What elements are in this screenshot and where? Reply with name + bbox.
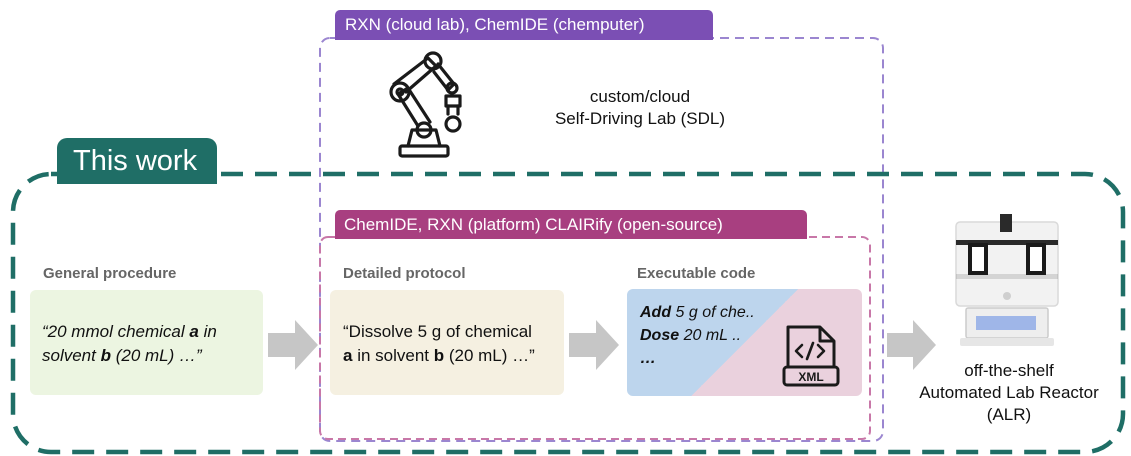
sdl-label-line1: custom/cloud	[589, 87, 691, 106]
detailed-line-2: a in solvent b (20 mL) …”	[343, 346, 535, 365]
code-line-3: …	[640, 350, 656, 367]
this-work-dashed-frame	[10, 171, 1126, 455]
code-line-1: Add 5 g of che..	[640, 304, 755, 321]
executable-code-box: Add 5 g of che.. Dose 20 mL .. … XML	[627, 289, 862, 396]
code-line-2: Dose 20 mL ..	[640, 327, 742, 344]
xml-file-icon: XML	[782, 325, 840, 387]
detailed-protocol-title: Detailed protocol	[343, 265, 466, 282]
arrow-general-to-detailed	[268, 320, 318, 370]
chemide-platform-tag: ChemIDE, RXN (platform) CLAIRify (open-s…	[335, 210, 807, 239]
detailed-line-1: “Dissolve 5 g of chemical	[343, 322, 532, 341]
alr-label-line3: (ALR)	[986, 405, 1032, 424]
this-work-tag: This work	[57, 138, 217, 184]
general-procedure-title: General procedure	[43, 265, 177, 282]
alr-label-line1: off-the-shelf	[964, 361, 1054, 380]
alr-label-line2: Automated Lab Reactor	[919, 383, 1099, 402]
sdl-label: custom/cloud Self-Driving Lab (SDL)	[470, 86, 810, 130]
xml-file-icon-label: XML	[798, 370, 823, 384]
detailed-protocol-text: “Dissolve 5 g of chemical a in solvent b…	[343, 320, 535, 368]
executable-code-text: Add 5 g of che.. Dose 20 mL .. …	[640, 301, 755, 370]
general-procedure-box: “20 mmol chemical a in solvent b (20 mL)…	[30, 290, 263, 395]
executable-code-title: Executable code	[637, 265, 756, 282]
detailed-protocol-box: “Dissolve 5 g of chemical a in solvent b…	[330, 290, 564, 395]
robot-arm-icon	[389, 51, 462, 158]
lab-reactor-icon	[955, 214, 1059, 346]
rxn-cloud-tag: RXN (cloud lab), ChemIDE (chemputer)	[335, 10, 713, 40]
general-line-2: solvent b (20 mL) …”	[42, 346, 202, 365]
general-procedure-text: “20 mmol chemical a in solvent b (20 mL)…	[42, 320, 217, 368]
arrow-detailed-to-executable	[569, 320, 619, 370]
general-line-1: “20 mmol chemical a in	[42, 322, 217, 341]
arrow-executable-to-alr	[887, 320, 936, 370]
alr-label: off-the-shelf Automated Lab Reactor (ALR…	[900, 360, 1118, 426]
sdl-label-line2: Self-Driving Lab (SDL)	[554, 109, 726, 128]
